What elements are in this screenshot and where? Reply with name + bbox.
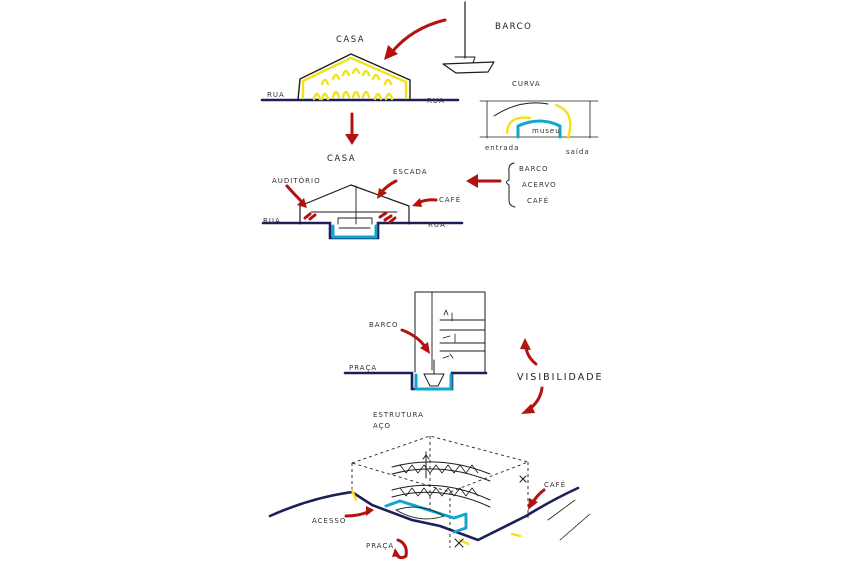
tower-floors bbox=[431, 291, 486, 371]
boat-hull bbox=[442, 61, 495, 74]
steel-trusses bbox=[391, 461, 491, 508]
boat-deck bbox=[454, 56, 476, 64]
yellow-access-marks bbox=[350, 488, 522, 546]
arrow-down-top bbox=[345, 112, 359, 145]
rua-right-label-mid: RUA bbox=[428, 221, 446, 229]
curva-label: CURVA bbox=[512, 80, 541, 88]
cross-marks bbox=[454, 475, 527, 548]
curva-diagram: CURVA museu entrada saída bbox=[479, 80, 599, 156]
estrutura-label-line1: ESTRUTURA bbox=[373, 411, 424, 419]
structure-vertical-frames bbox=[351, 436, 529, 548]
site-ground-line bbox=[268, 486, 580, 542]
isometric-structure: CAFÉ ACESSO PRAÇA bbox=[268, 435, 591, 550]
house-interior-lines bbox=[310, 185, 398, 225]
arrow-barco-lower bbox=[420, 342, 430, 354]
auditorio-label: AUDITÓRIO bbox=[272, 176, 321, 185]
museu-label: museu bbox=[532, 127, 561, 135]
casa-section-sketch: CASA RUA RUA bbox=[260, 35, 460, 105]
saida-label: saída bbox=[566, 148, 590, 156]
hatch-lines-right bbox=[547, 499, 591, 541]
tower-section: BARCO PRAÇA bbox=[343, 291, 488, 391]
praca-label-lower: PRAÇA bbox=[349, 364, 377, 372]
program-list: BARCO ACERVO CAFÉ bbox=[466, 162, 557, 208]
visibilidade-label: VISIBILIDADE bbox=[517, 372, 604, 383]
entrada-label: entrada bbox=[485, 144, 519, 152]
barco-label-top: BARCO bbox=[495, 22, 532, 32]
escada-label: ESCADA bbox=[393, 168, 428, 176]
barco-sketch-top: BARCO bbox=[442, 1, 532, 74]
arrow-list-to-casa bbox=[466, 174, 478, 188]
rua-left-label-mid: RUA bbox=[263, 217, 281, 225]
tower-outline bbox=[414, 291, 486, 373]
list-item-barco: BARCO bbox=[519, 165, 549, 173]
truss-webbing bbox=[399, 464, 479, 497]
barco-label-lower: BARCO bbox=[369, 321, 399, 329]
structure-top-frame bbox=[350, 435, 530, 493]
praca-label-bottom: PRAÇA bbox=[366, 542, 394, 550]
water-pool-iso bbox=[384, 499, 468, 534]
house-outline-top bbox=[297, 53, 411, 101]
house-roof-highlight bbox=[301, 56, 408, 100]
water-pit-lower bbox=[414, 373, 453, 391]
curva-museu-outline bbox=[516, 119, 562, 139]
boat-iso bbox=[395, 506, 445, 520]
curva-guide-curve bbox=[493, 102, 549, 117]
boat-lower bbox=[423, 359, 445, 387]
cafe-label-bottom: CAFÉ bbox=[544, 480, 566, 489]
arrows-bottom bbox=[344, 488, 546, 560]
curva-entry-path bbox=[505, 116, 532, 135]
water-pit-mid bbox=[331, 224, 378, 239]
structure-mast bbox=[422, 451, 430, 479]
list-item-acervo: ACERVO bbox=[522, 181, 557, 189]
red-hatch-marks-mid bbox=[303, 211, 397, 224]
curva-frame-lines bbox=[479, 100, 599, 139]
acesso-label: ACESSO bbox=[312, 517, 346, 525]
rua-right-label-top: RUA bbox=[427, 97, 445, 105]
estrutura-label-line2: AÇO bbox=[373, 422, 391, 430]
casa-label-top: CASA bbox=[336, 35, 365, 45]
visibilidade-annotation: VISIBILIDADE bbox=[517, 338, 604, 414]
curva-exit-path bbox=[554, 103, 572, 140]
casa-label-mid: CASA bbox=[327, 154, 356, 164]
arrows-program-mid bbox=[285, 179, 438, 208]
cafe-label-mid: CAFÉ bbox=[439, 195, 461, 204]
rua-left-label-top: RUA bbox=[267, 91, 285, 99]
house-arches bbox=[312, 67, 394, 101]
list-brace bbox=[506, 162, 516, 208]
list-item-cafe: CAFÉ bbox=[527, 196, 549, 205]
tower-marks bbox=[442, 309, 456, 359]
arrow-barco-to-casa bbox=[384, 18, 447, 60]
casa-section-mid: CASA AUDITÓRIO ESCADA CAFÉ RUA RUA bbox=[261, 154, 464, 240]
house-outline-mid bbox=[299, 184, 410, 225]
